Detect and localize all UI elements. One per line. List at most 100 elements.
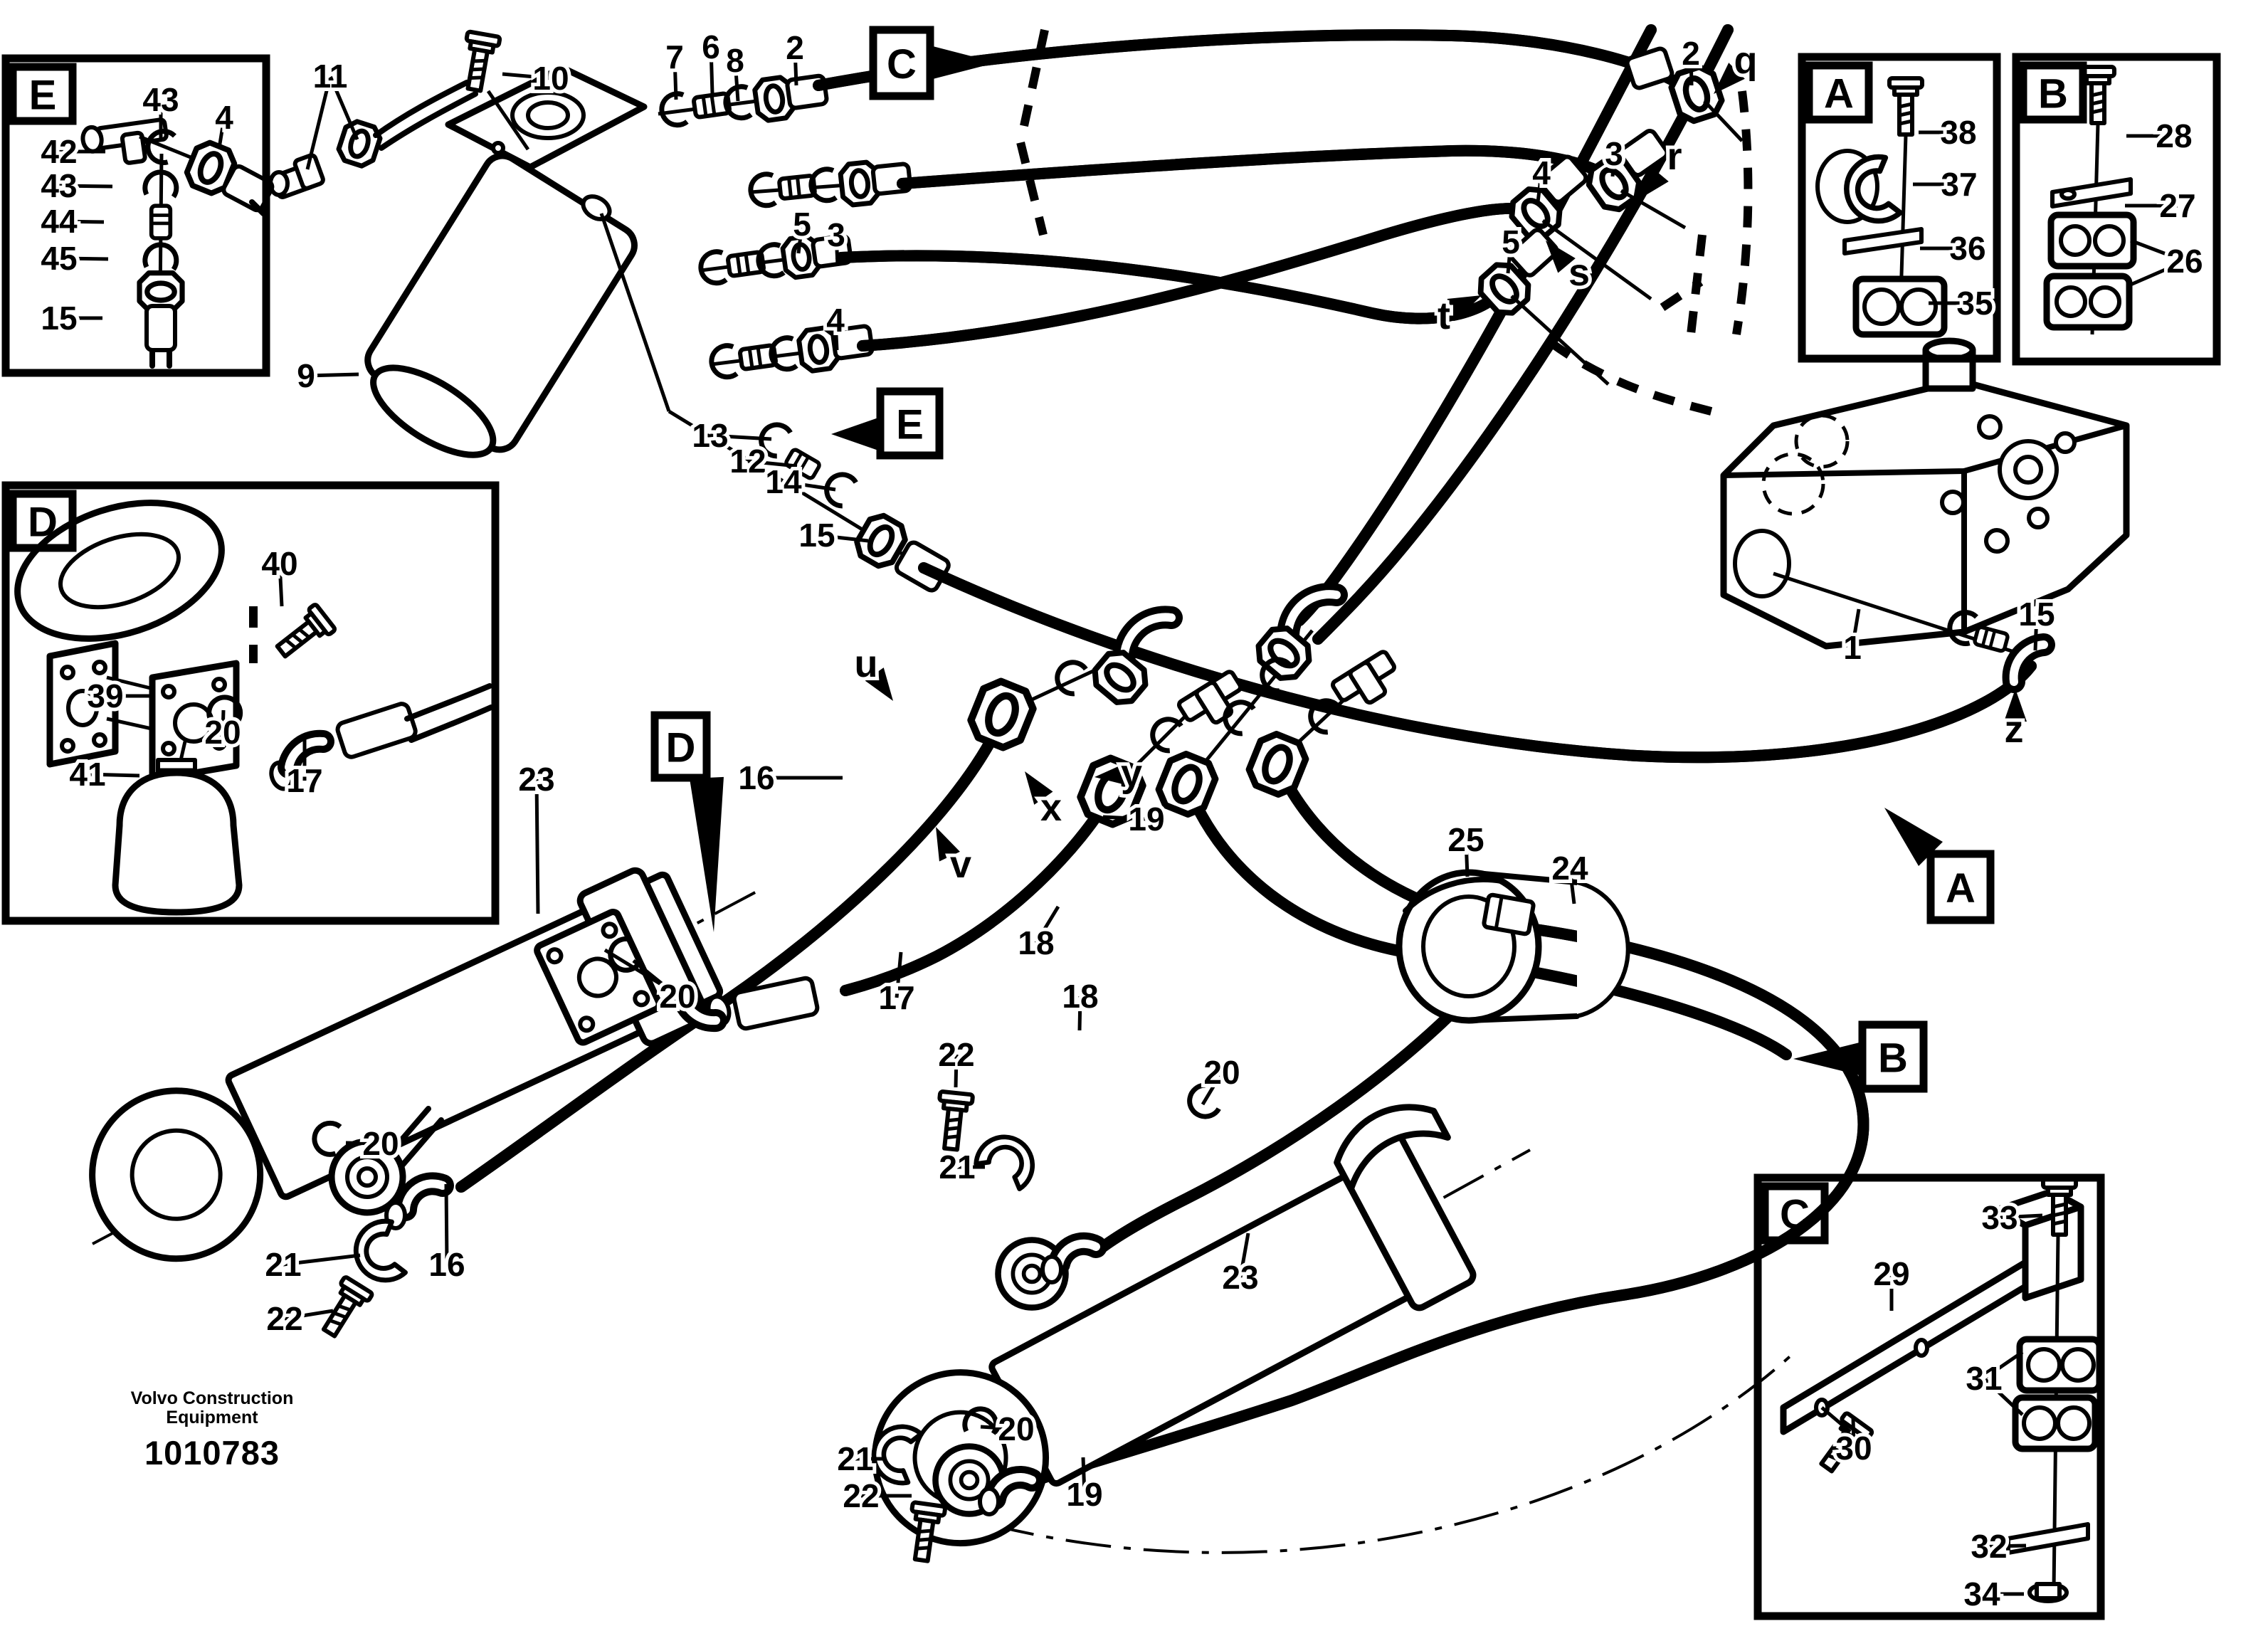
inset-label-box-C: [1761, 1182, 1829, 1245]
callout-leader-7: [673, 56, 678, 100]
flow-arrow-q: [1714, 63, 1745, 94]
callout-leader-5: [796, 223, 804, 254]
callout-leader-25: [1464, 839, 1470, 877]
view-marker-label-B: B: [1878, 1035, 1908, 1082]
inset-label-box-D: [9, 490, 77, 552]
view-marker-label-C: C: [887, 41, 917, 88]
callout-leader-5: [1506, 241, 1513, 274]
hose-clamp-sleeve: [1396, 869, 1630, 1024]
part-callout-29: 29: [1873, 1255, 1909, 1292]
callout-leader-2: [1689, 53, 1694, 86]
flow-arrow-u: [865, 667, 893, 701]
flow-marker-z: z: [2005, 708, 2024, 751]
inset-d-content: [14, 500, 494, 916]
part-callout-22: 22: [938, 1036, 974, 1073]
hose-end-nuts: [1474, 46, 1744, 386]
part-callout-22: 22: [266, 1300, 302, 1337]
flow-marker-u: u: [855, 643, 878, 685]
part-callout-21: 21: [837, 1440, 873, 1477]
part-callout-34: 34: [1963, 1575, 2000, 1612]
inset-panel-E: [1, 54, 270, 377]
inset-c-content: [1780, 1178, 2103, 1603]
part-callout-14: 14: [765, 463, 802, 500]
steering-unit: [364, 64, 671, 458]
flow-arrow-s: [1546, 241, 1576, 273]
part-callout-18: 18: [1062, 978, 1098, 1015]
callout-leader-11: [328, 75, 359, 140]
view-arrow-C: [930, 46, 996, 80]
part-callout-17: 17: [878, 979, 914, 1016]
part-callout-40: 40: [261, 545, 297, 582]
callout-leader-4: [833, 320, 839, 351]
view-marker-box-C: [869, 26, 934, 100]
flow-arrow-r: [1639, 167, 1669, 199]
callout-leader-20: [632, 959, 679, 998]
part-callout-22: 22: [843, 1477, 879, 1514]
view-marker-box-A: [1926, 850, 1995, 924]
flow-marker-y: y: [1121, 752, 1142, 795]
callout-leader-4: [217, 117, 226, 149]
part-callout-36: 36: [1949, 230, 1985, 267]
mid-fitting-cluster: [966, 583, 1396, 829]
part-callout-43: 43: [142, 81, 179, 118]
callout-leader-20: [1201, 1071, 1224, 1106]
inset-label-C: C: [1780, 1192, 1810, 1238]
part-callout-39: 39: [87, 677, 123, 714]
flow-marker-t: t: [1438, 295, 1450, 337]
view-arrow-D: [690, 776, 724, 932]
inset-e-content: [80, 117, 275, 369]
callout-leader-41: [87, 772, 140, 778]
part-callout-28: 28: [2156, 117, 2192, 154]
part-callout-32: 32: [1971, 1528, 2007, 1565]
publisher-name-line1: Volvo Construction: [130, 1388, 294, 1408]
part-callout-23: 23: [1222, 1259, 1258, 1296]
callout-leader-15: [2033, 613, 2039, 651]
callout-leader-9: [305, 372, 359, 378]
part-callout-31: 31: [1966, 1360, 2002, 1397]
callout-leader-12: [747, 459, 798, 468]
part-callout-26: 26: [2166, 243, 2203, 280]
part-callout-2: 2: [786, 29, 804, 66]
fitting-row-hose-3: [749, 162, 913, 207]
part-callout-8: 8: [726, 42, 744, 79]
callout-leader-30: [1851, 1417, 1856, 1449]
part-callout-35: 35: [1956, 285, 1993, 322]
callout-leader-17: [895, 951, 903, 998]
elbow-fitting-11: [268, 80, 478, 199]
callout-leader-3: [1610, 153, 1616, 177]
part-callout-17: 17: [286, 762, 322, 799]
callout-leader-22: [284, 1309, 334, 1321]
part-callout-41: 41: [69, 756, 105, 793]
callout-leader-19: [1081, 1457, 1087, 1495]
callout-leader-20: [345, 1141, 381, 1146]
part-callout-6: 6: [702, 28, 720, 65]
view-marker-box-D: [650, 711, 711, 782]
part-callout-21: 21: [265, 1246, 301, 1283]
mid-rod-end: [934, 1083, 1220, 1307]
part-callout-15: 15: [2018, 596, 2055, 633]
part-callout-20: 20: [362, 1125, 399, 1162]
part-callout-4: 4: [826, 302, 845, 339]
part-callout-25: 25: [1447, 821, 1484, 858]
inset-label-E: E: [29, 73, 57, 119]
part-callout-13: 13: [692, 417, 728, 454]
part-callout-43: 43: [41, 167, 77, 204]
inset-label-box-E: [9, 63, 77, 125]
callout-leader-19: [1102, 815, 1147, 821]
part-callout-18: 18: [1018, 924, 1054, 961]
callout-leader-2: [793, 47, 798, 86]
part-callout-7: 7: [665, 38, 684, 75]
flow-arrow-x: [1025, 771, 1053, 805]
part-callout-5: 5: [793, 206, 811, 243]
inset-panel-B: [2012, 53, 2221, 366]
part-callout-37: 37: [1941, 166, 1977, 203]
part-callout-33: 33: [1981, 1199, 2018, 1236]
part-callout-5: 5: [1502, 223, 1520, 260]
upper-rod-end: [312, 1106, 454, 1341]
view-arrow-E: [831, 417, 880, 451]
callout-leader-23: [1238, 1233, 1250, 1278]
part-callout-20: 20: [1203, 1054, 1240, 1091]
callout-leader-44: [58, 219, 105, 224]
callout-leader-10: [502, 72, 552, 80]
flow-marker-s: s: [1568, 251, 1590, 294]
